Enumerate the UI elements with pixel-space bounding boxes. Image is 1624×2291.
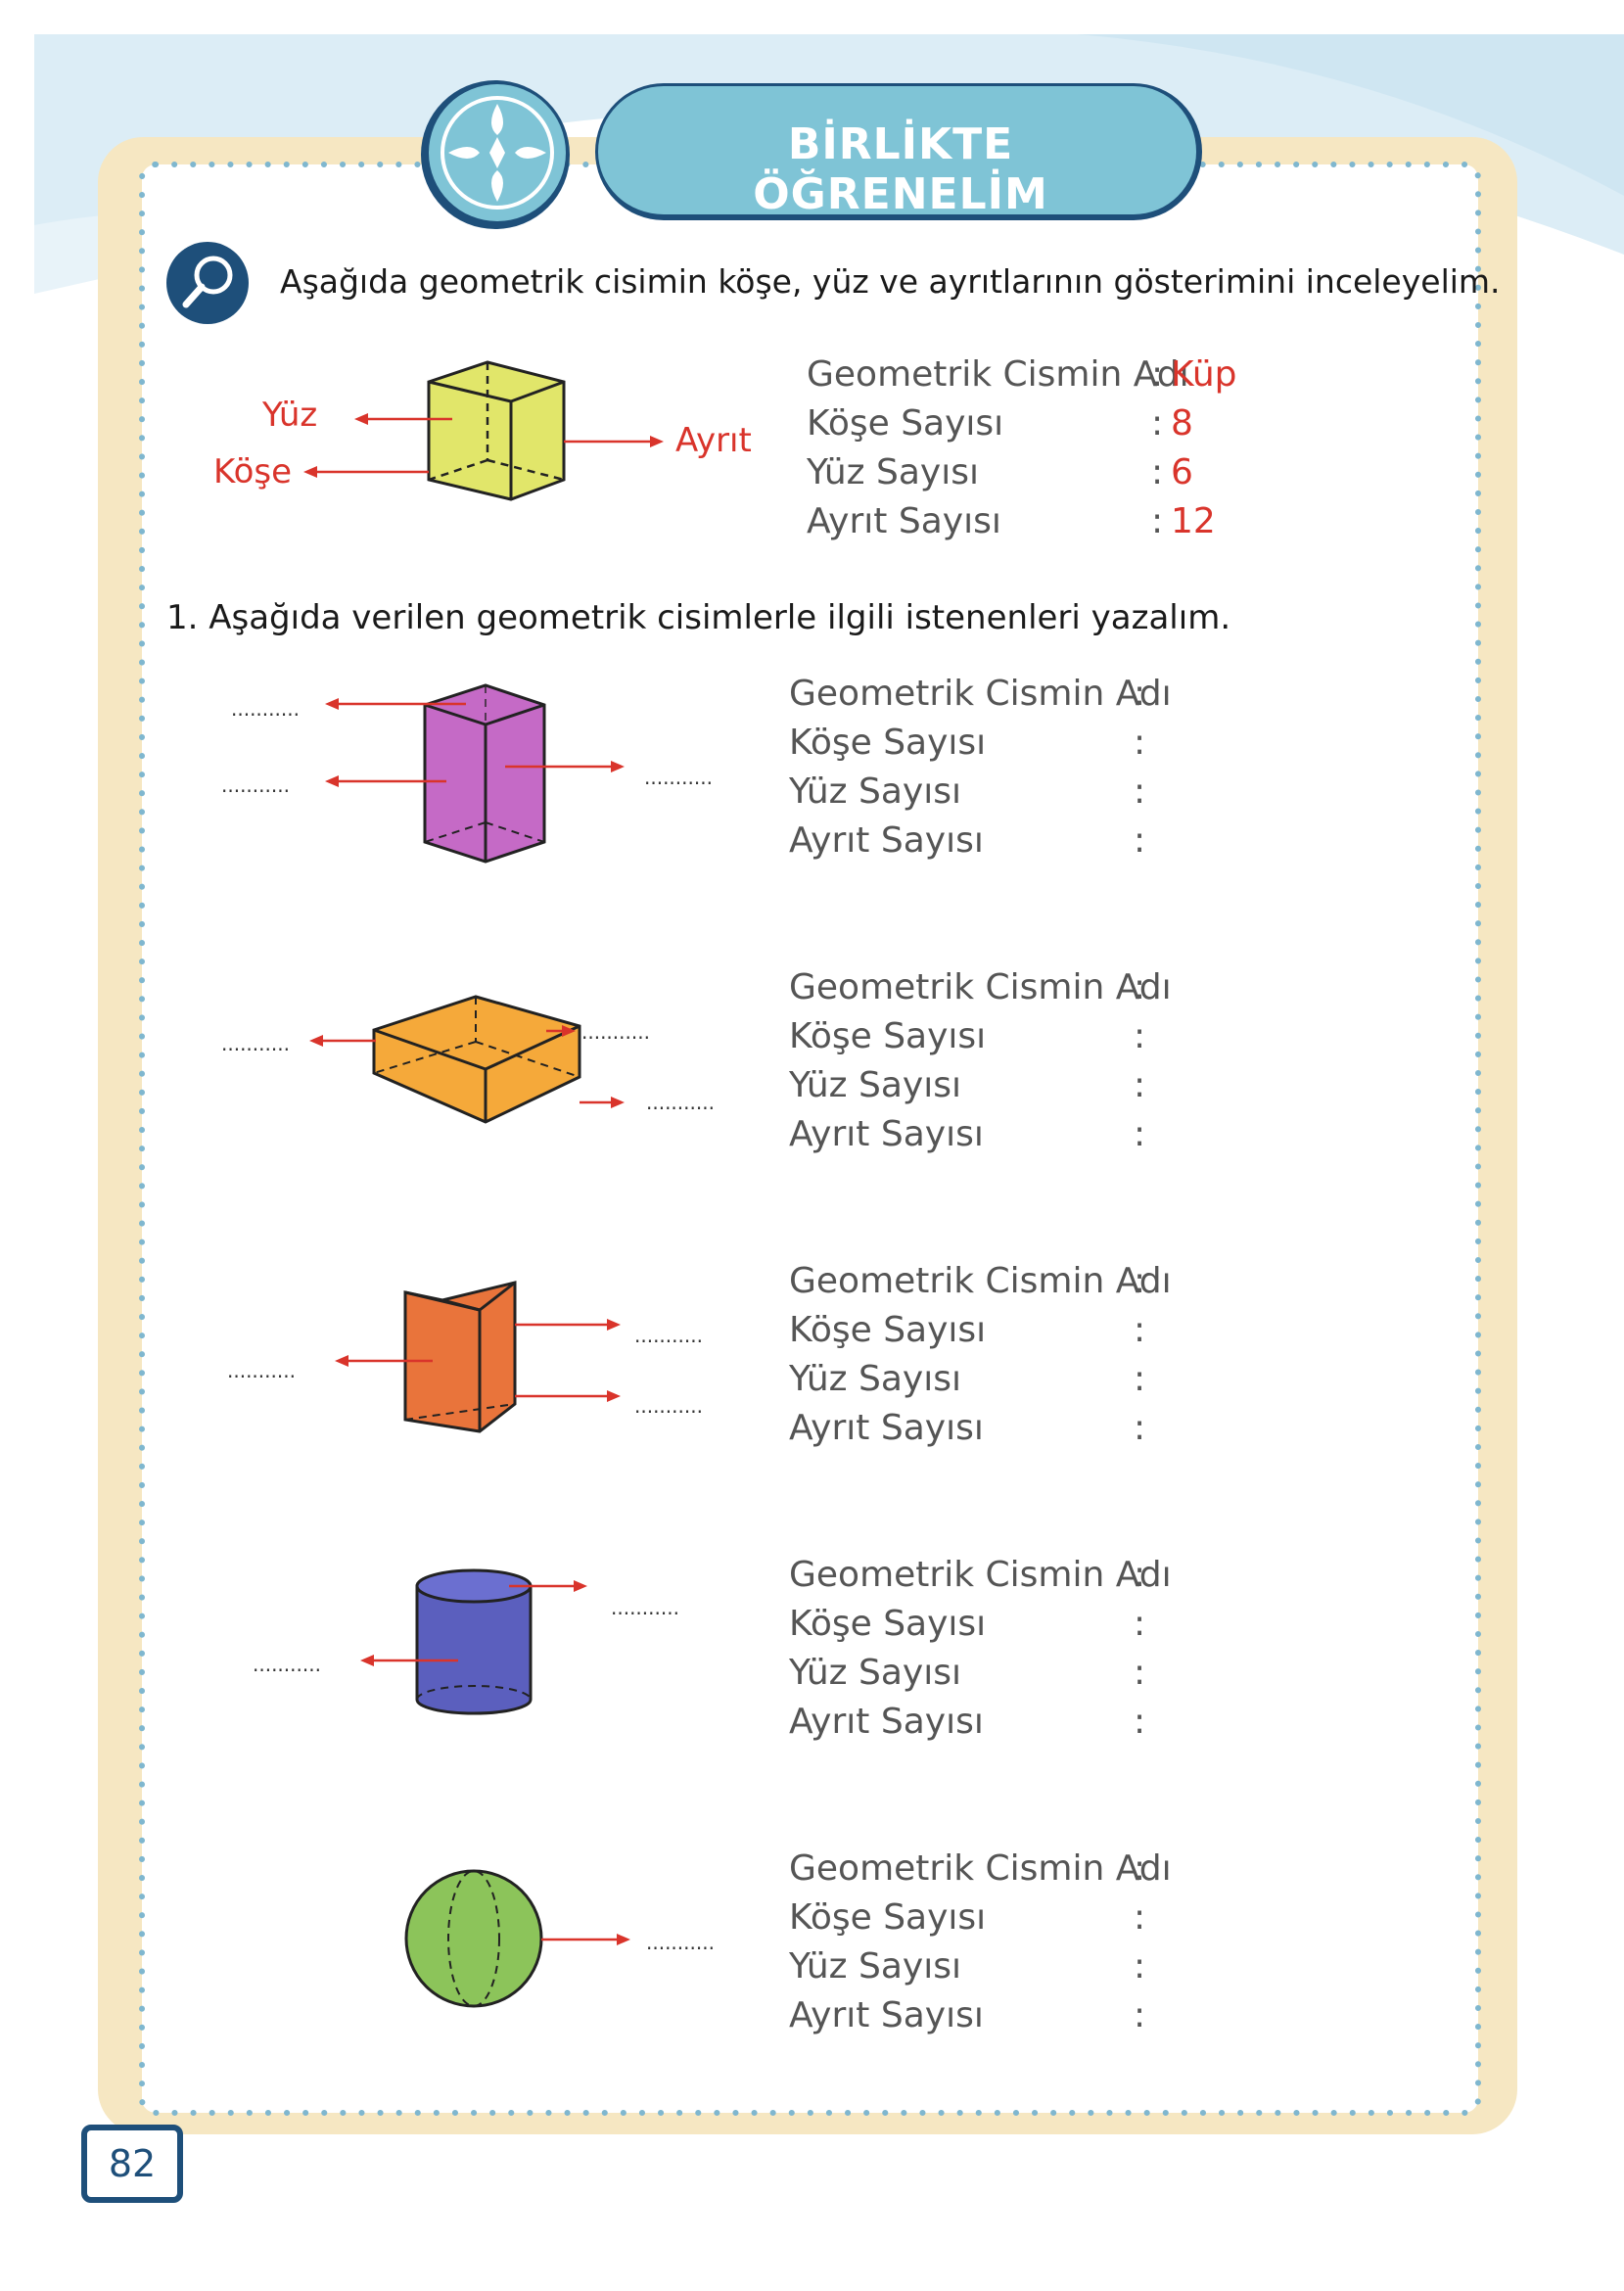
info-label: Geometrik Cismin Adı — [789, 1848, 1172, 1889]
shape-4-info: Geometrik Cismin Adı: Köşe Sayısı: Yüz S… — [789, 1551, 1172, 1747]
blank-line[interactable]: ........... — [646, 1931, 715, 1954]
info-label: Yüz Sayısı — [789, 1653, 961, 1693]
intro-text: Aşağıda geometrik cisimin köşe, yüz ve a… — [280, 262, 1501, 301]
info-label: Geometrik Cismin Adı — [789, 674, 1172, 714]
example-info: Geometrik Cismin Adı:Küp Köşe Sayısı:8 Y… — [807, 351, 1236, 546]
info-label: Ayrıt Sayısı — [789, 1702, 984, 1742]
info-value: 12 — [1171, 501, 1216, 541]
magnifier-icon — [166, 242, 249, 324]
info-label: Köşe Sayısı — [789, 723, 987, 763]
section-banner — [595, 83, 1202, 220]
info-label: Ayrıt Sayısı — [789, 1408, 984, 1448]
vertex-label: Köşe — [213, 452, 293, 491]
blank-line[interactable]: ........... — [227, 1359, 296, 1382]
info-label: Köşe Sayısı — [807, 403, 1004, 444]
rectangular-prism-figure — [325, 683, 625, 864]
blank-line[interactable]: ........... — [634, 1324, 703, 1347]
blank-line[interactable]: ........... — [581, 1020, 650, 1044]
blank-line[interactable]: ........... — [611, 1596, 679, 1619]
info-label: Köşe Sayısı — [789, 1016, 987, 1056]
blank-line[interactable]: ........... — [221, 773, 290, 797]
shape-2-info: Geometrik Cismin Adı: Köşe Sayısı: Yüz S… — [789, 963, 1172, 1159]
info-label: Yüz Sayısı — [789, 1946, 961, 1987]
info-label: Geometrik Cismin Adı — [789, 1555, 1172, 1595]
sphere-figure — [404, 1869, 630, 2008]
info-label: Köşe Sayısı — [789, 1897, 987, 1938]
info-label: Yüz Sayısı — [789, 1065, 961, 1105]
info-label: Yüz Sayısı — [807, 452, 979, 492]
edge-label: Ayrıt — [675, 421, 752, 460]
triangular-prism-figure — [335, 1281, 621, 1433]
blank-line[interactable]: ........... — [253, 1653, 321, 1676]
info-value: 8 — [1171, 403, 1193, 444]
blank-line[interactable]: ........... — [221, 1032, 290, 1055]
info-label: Ayrıt Sayısı — [789, 820, 984, 861]
info-value: 6 — [1171, 452, 1193, 492]
question-text: 1. Aşağıda verilen geometrik cisimlerle … — [166, 598, 1231, 637]
info-label: Yüz Sayısı — [789, 1359, 961, 1399]
blank-line[interactable]: ........... — [646, 1091, 715, 1114]
info-label: Ayrıt Sayısı — [789, 1114, 984, 1154]
blank-line[interactable]: ........... — [231, 697, 300, 721]
info-label: Ayrıt Sayısı — [789, 1995, 984, 2035]
info-label: Köşe Sayısı — [789, 1604, 987, 1644]
blank-line[interactable]: ........... — [644, 766, 713, 789]
page-number: 82 — [81, 2125, 183, 2203]
face-label: Yüz — [262, 396, 318, 435]
puzzle-icon — [421, 80, 570, 229]
info-label: Köşe Sayısı — [789, 1310, 987, 1350]
content-panel — [142, 164, 1478, 2113]
box-figure — [309, 995, 625, 1124]
info-label: Ayrıt Sayısı — [807, 501, 1001, 541]
shape-3-info: Geometrik Cismin Adı: Köşe Sayısı: Yüz S… — [789, 1257, 1172, 1453]
info-label: Geometrik Cismin Adı — [789, 1261, 1172, 1301]
info-label: Yüz Sayısı — [789, 771, 961, 812]
info-value: Küp — [1171, 354, 1237, 395]
info-label: Geometrik Cismin Adı — [789, 967, 1172, 1007]
blank-line[interactable]: ........... — [634, 1394, 703, 1418]
info-label: Geometrik Cismin Adı — [807, 354, 1189, 395]
section-title: BİRLİKTE ÖĞRENELİM — [753, 119, 1048, 219]
cube-figure — [303, 360, 664, 501]
cylinder-figure — [360, 1568, 587, 1715]
shape-5-info: Geometrik Cismin Adı: Köşe Sayısı: Yüz S… — [789, 1845, 1172, 2040]
shape-1-info: Geometrik Cismin Adı: Köşe Sayısı: Yüz S… — [789, 670, 1172, 865]
